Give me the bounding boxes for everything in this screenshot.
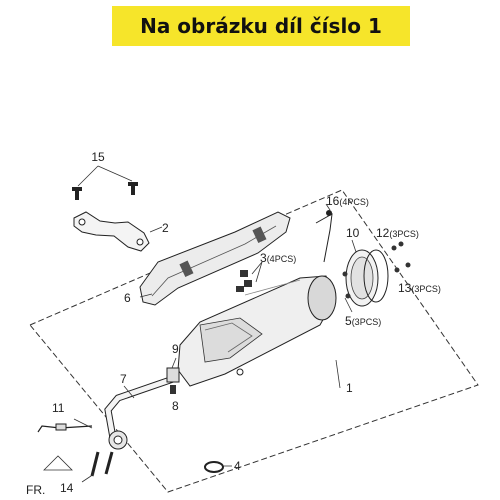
muffler-part-1 xyxy=(177,275,337,387)
exhaust-pipe-part-7 xyxy=(104,374,180,450)
callout-16: 16(4PCS) xyxy=(326,194,369,208)
screws-part-12 xyxy=(391,241,404,251)
nut-part-3 xyxy=(236,270,252,292)
callout-11: 11 xyxy=(52,401,65,415)
callout-4: 4 xyxy=(234,459,241,473)
callout-14: 14 xyxy=(60,481,74,495)
bolt-15-right xyxy=(128,182,138,195)
washers-part-5 xyxy=(342,271,351,299)
callout-1: 1 xyxy=(346,381,353,395)
sensor-part-11 xyxy=(37,423,93,433)
clamp-part-9 xyxy=(166,367,180,383)
callout-7: 7 xyxy=(120,372,127,386)
callout-5: 5(3PCS) xyxy=(345,314,381,328)
bolt-part-8 xyxy=(170,385,176,394)
banner-text: Na obrázku díl číslo 1 xyxy=(140,14,382,38)
heat-shield-part-6 xyxy=(139,211,291,306)
callout-6: 6 xyxy=(124,291,131,305)
callout-10: 10 xyxy=(346,226,360,240)
callout-3: 3(4PCS) xyxy=(260,251,296,265)
end-cap-part-10 xyxy=(345,249,389,307)
direction-label: FR. xyxy=(26,483,45,497)
callout-9: 9 xyxy=(172,342,179,356)
stud-part-16 xyxy=(315,213,333,263)
callout-2: 2 xyxy=(162,221,169,235)
front-direction-arrow xyxy=(43,455,73,471)
studs-part-14 xyxy=(90,451,114,477)
screws-part-13 xyxy=(394,262,411,273)
gasket-part-4 xyxy=(204,461,224,473)
callout-15: 15 xyxy=(91,150,105,164)
callout-13: 13(3PCS) xyxy=(398,281,441,295)
callout-8: 8 xyxy=(172,399,179,413)
title-banner: Na obrázku díl číslo 1 xyxy=(112,6,410,46)
bolt-15-left xyxy=(72,187,82,200)
callout-12: 12(3PCS) xyxy=(376,226,419,240)
bracket-part-2 xyxy=(73,211,150,252)
